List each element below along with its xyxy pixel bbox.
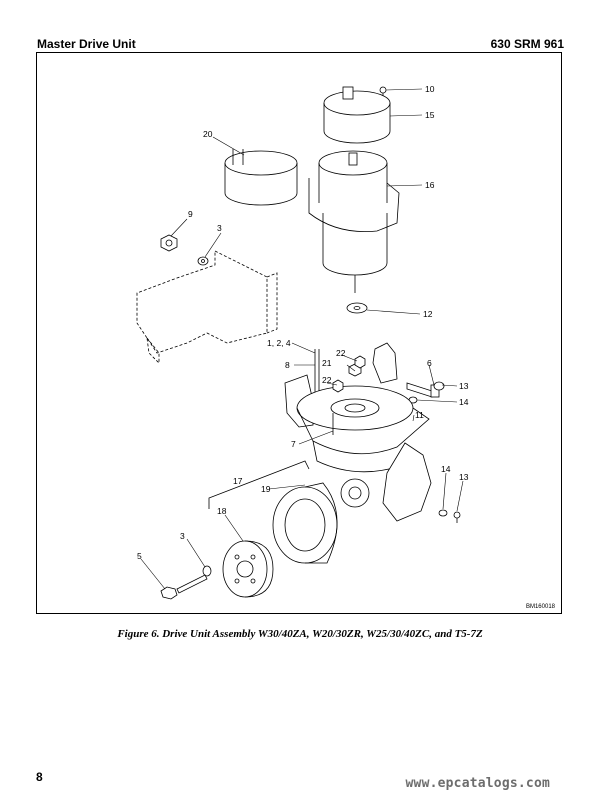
part-22-nut-lower (332, 379, 344, 393)
callout-15: 15 (425, 110, 435, 120)
part-19-tire (272, 482, 338, 564)
callout-bracket-17 (208, 460, 310, 509)
callout-13-lower: 13 (459, 472, 469, 482)
exploded-view-drawing: 10 15 16 20 9 3 12 1, 2, 4 8 22 21 22 6 … (136, 84, 469, 600)
callout-12: 12 (423, 309, 433, 319)
callout-22-lower: 22 (322, 375, 332, 385)
callout-22-upper: 22 (336, 348, 346, 358)
watermark: www.epcatalogs.com (405, 776, 550, 791)
callout-17: 17 (233, 476, 243, 486)
part-20-shroud (224, 149, 298, 206)
bracket-dashed (136, 250, 278, 364)
figure-id: BM160018 (525, 604, 555, 610)
part-12-washer (346, 302, 368, 314)
part-13-fastener (433, 381, 445, 391)
callout-13-upper: 13 (459, 381, 469, 391)
figure-frame: 10 15 16 20 9 3 12 1, 2, 4 8 22 21 22 6 … (36, 52, 562, 614)
callout-6: 6 (427, 358, 432, 368)
callout-7: 7 (291, 439, 296, 449)
callout-8: 8 (285, 360, 290, 370)
callout-16: 16 (425, 180, 435, 190)
page-header-title: Master Drive Unit (37, 37, 136, 51)
part-16-motor (308, 150, 400, 293)
callout-14-lower: 14 (441, 464, 451, 474)
callout-11: 11 (415, 410, 424, 420)
callout-10: 10 (425, 84, 435, 94)
callout-9: 9 (188, 209, 193, 219)
page-number: 8 (36, 770, 43, 784)
part-14-washer-lower (438, 509, 448, 517)
part-6-bolt (406, 382, 440, 398)
callout-21: 21 (322, 358, 332, 368)
part-11-gearbox (284, 342, 432, 522)
part-13-screw-lower (453, 511, 461, 523)
callout-19: 19 (261, 484, 271, 494)
callout-3-lower: 3 (180, 531, 185, 541)
part-5-bolt (160, 574, 208, 600)
callout-20: 20 (203, 129, 213, 139)
part-22-nut-upper (354, 355, 366, 369)
part-3-washer-lower (202, 565, 212, 577)
leader-lines (140, 88, 464, 590)
callout-14-upper: 14 (459, 397, 469, 407)
part-9-nut (160, 234, 178, 252)
callout-3-upper: 3 (217, 223, 222, 233)
callout-18: 18 (217, 506, 227, 516)
part-3-washer-upper (197, 256, 209, 266)
page-header-doc-number: 630 SRM 961 (490, 37, 564, 51)
callout-5: 5 (137, 551, 142, 561)
callout-1-2-4: 1, 2, 4 (267, 338, 291, 348)
figure-caption: Figure 6. Drive Unit Assembly W30/40ZA, … (117, 628, 483, 640)
part-18-hub (222, 540, 274, 598)
part-15-cover (323, 86, 391, 144)
